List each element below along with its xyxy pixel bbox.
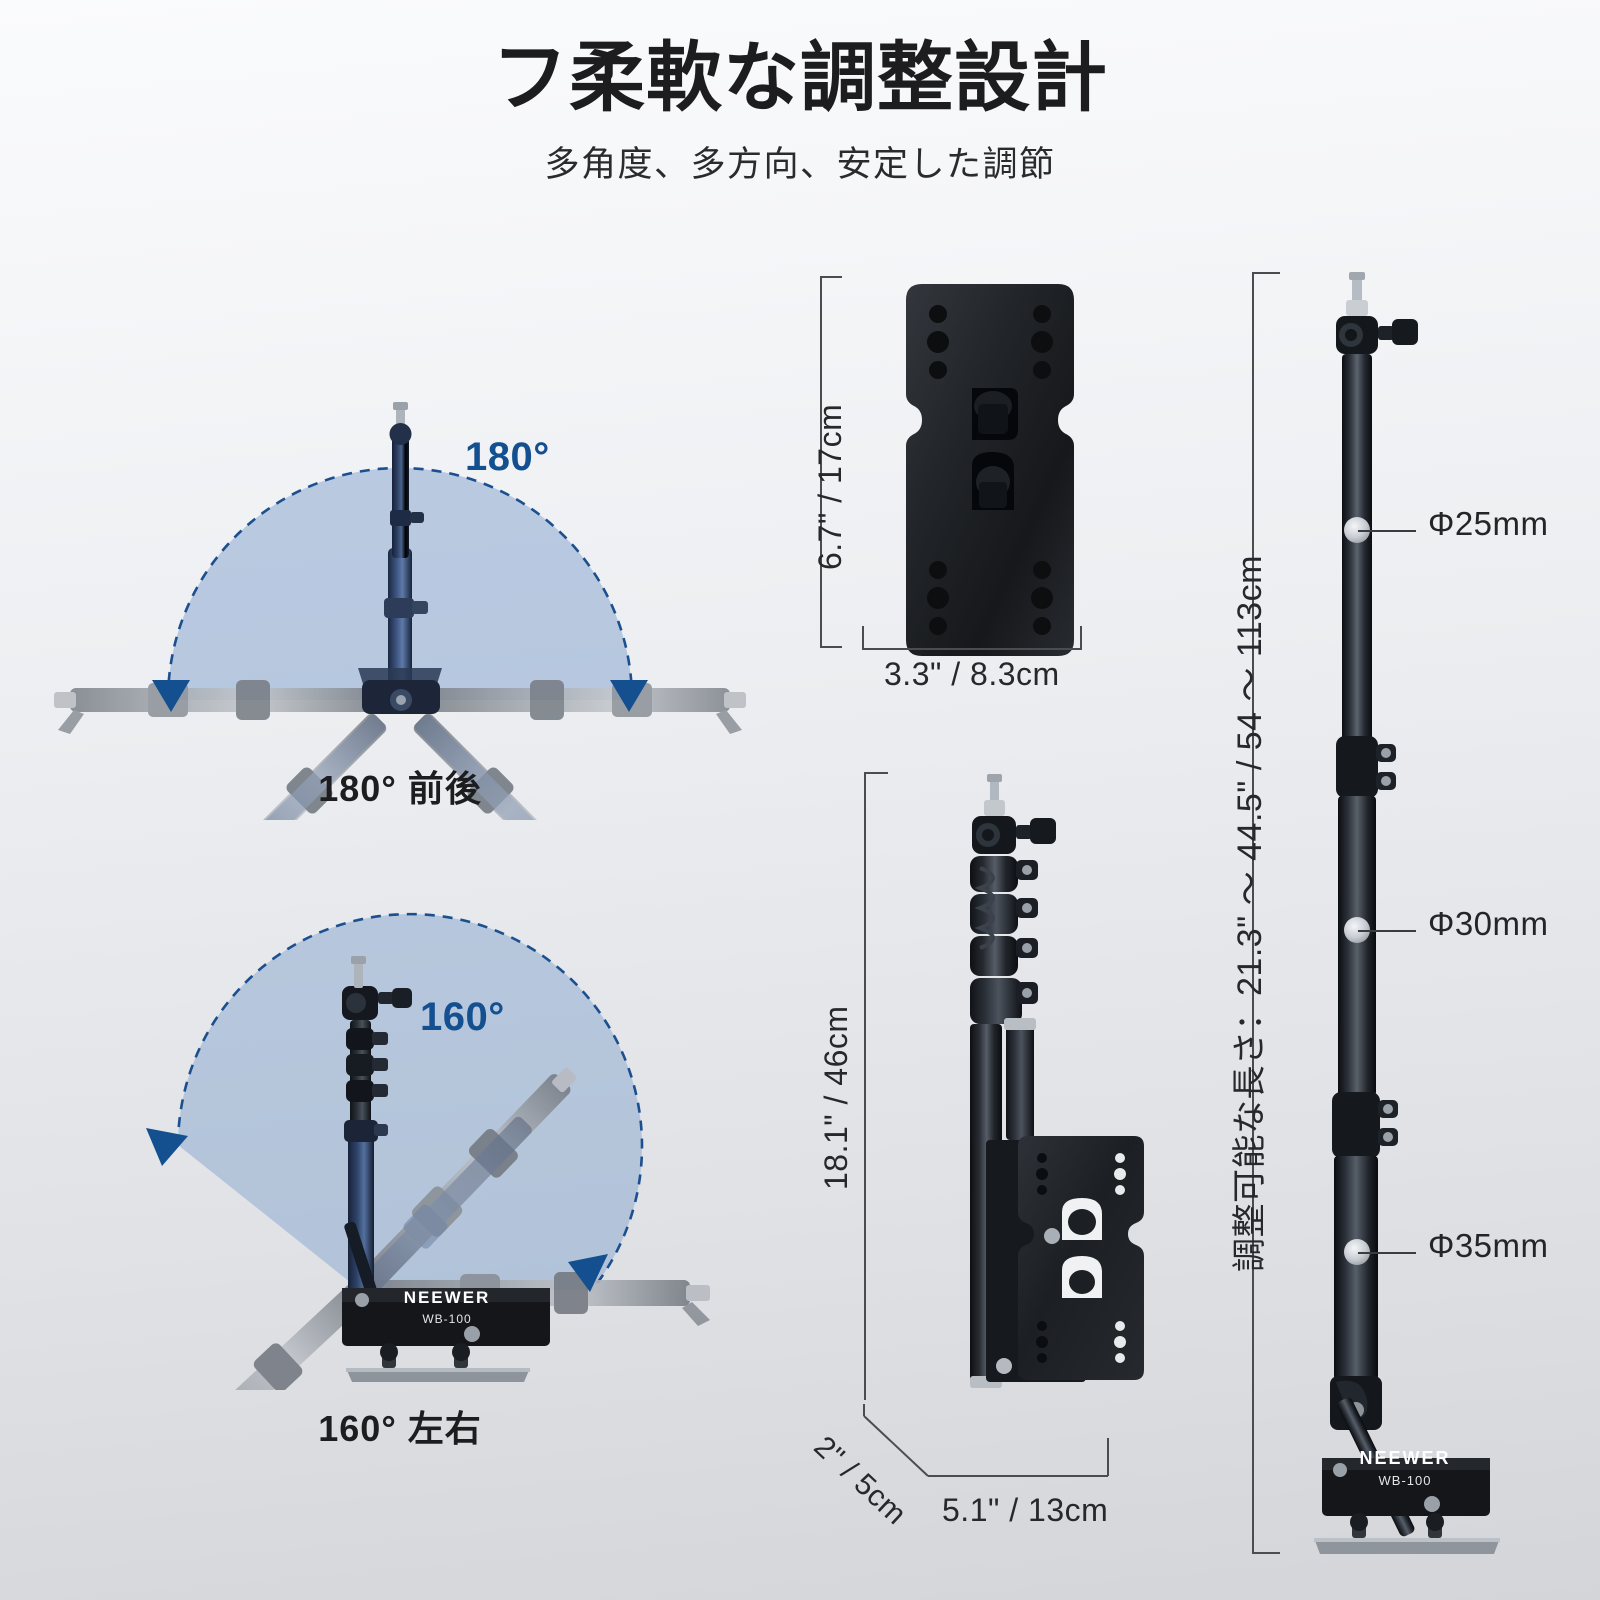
center-hub-joint <box>358 668 442 714</box>
ghost-arm-right-horizontal <box>430 680 746 734</box>
extended-base-brand: NEEWER <box>1359 1448 1451 1468</box>
folded-stand-dim-brackets <box>863 1404 1109 1477</box>
ghost-arm-left-horizontal <box>54 680 370 734</box>
extended-stand-panel <box>1280 270 1510 1570</box>
extended-height-dim-tick-bottom <box>1252 1552 1280 1554</box>
plate-width-dim-tick-left <box>862 626 864 650</box>
tube-30mm <box>1338 796 1376 1096</box>
caption-180-front-back: 180° 前後 <box>318 768 482 809</box>
tilt-front-back-illustration <box>54 402 746 928</box>
sweep-arrow-160-left <box>146 1128 188 1166</box>
folded-height-dim-tick-top <box>864 772 888 774</box>
lead-line-30mm <box>1358 930 1416 932</box>
folded-stand-panel <box>864 770 1160 1420</box>
plate-width-label: 3.3" / 8.3cm <box>884 656 1060 692</box>
extended-height-dim-tick-top <box>1252 272 1280 274</box>
plate-width-dim-line <box>862 648 1082 650</box>
plate-height-dim-tick-bottom <box>820 646 842 648</box>
ghost-arm-left-diagonal <box>131 1279 372 1506</box>
extended-length-label: 調整可能な長さ：21.3" ～ 44.5" / 54 ～ 113cm <box>1231 555 1269 1272</box>
tube-35mm <box>1334 1156 1378 1380</box>
plate-height-dim-tick-top <box>820 276 842 278</box>
tube-35mm-marker <box>1344 1239 1370 1265</box>
base-block <box>342 1288 550 1382</box>
diagram2-base-model: WB-100 <box>422 1312 472 1326</box>
lead-line-25mm <box>1358 530 1416 532</box>
diagram-tilt-front-back: 180° <box>40 400 760 928</box>
mount-plate-illustration <box>906 284 1074 656</box>
main-upright-column <box>342 956 412 1329</box>
tube-label-25mm: Φ25mm <box>1428 505 1549 542</box>
tube-label-30mm: Φ30mm <box>1428 905 1549 942</box>
page-subtitle: 多角度、多方向、安定した調節 <box>544 144 1056 184</box>
angle-value-180: 180° <box>465 435 550 479</box>
sweep-arrow-160-right <box>568 1254 608 1292</box>
plate-width-dim-tick-right <box>1080 626 1082 650</box>
extended-height-dim-line <box>1252 272 1254 1554</box>
sweep-wedge-160 <box>178 914 642 1290</box>
base-block-right <box>1322 1458 1490 1516</box>
blue-arm-diagonal <box>356 1116 532 1298</box>
plate-height-dim-line <box>820 276 822 648</box>
sweep-arrow-left <box>152 680 190 712</box>
tube-25mm-marker <box>1344 517 1370 543</box>
sweep-arc-160 <box>176 912 644 1291</box>
lead-line-35mm <box>1358 1252 1416 1254</box>
page-title: フ柔軟な調整設計 <box>492 33 1108 122</box>
diagram2-base-brand: NEEWER <box>403 1288 491 1307</box>
folded-height-label: 18.1" / 46cm <box>818 1005 854 1190</box>
folded-stand-illustration <box>970 774 1144 1388</box>
angle-value-160: 160° <box>420 995 505 1039</box>
folded-height-dim-line <box>864 772 866 1400</box>
tube-30mm-marker <box>1344 917 1370 943</box>
tube-label-35mm: Φ35mm <box>1428 1227 1549 1264</box>
caption-160-left-right: 160° 左右 <box>318 1408 482 1449</box>
tube-25mm <box>1342 354 1372 740</box>
sweep-arrow-right <box>610 680 648 712</box>
plate-height-label: 6.7" / 17cm <box>812 403 848 570</box>
header-block: フ柔軟な調整設計 多角度、多方向、安定した調節 <box>0 0 1600 187</box>
extended-base-model: WB-100 <box>1378 1473 1432 1488</box>
extended-stand-illustration <box>1314 272 1500 1554</box>
mount-plate-panel <box>820 270 1140 670</box>
folded-width-label: 5.1" / 13cm <box>942 1492 1109 1528</box>
